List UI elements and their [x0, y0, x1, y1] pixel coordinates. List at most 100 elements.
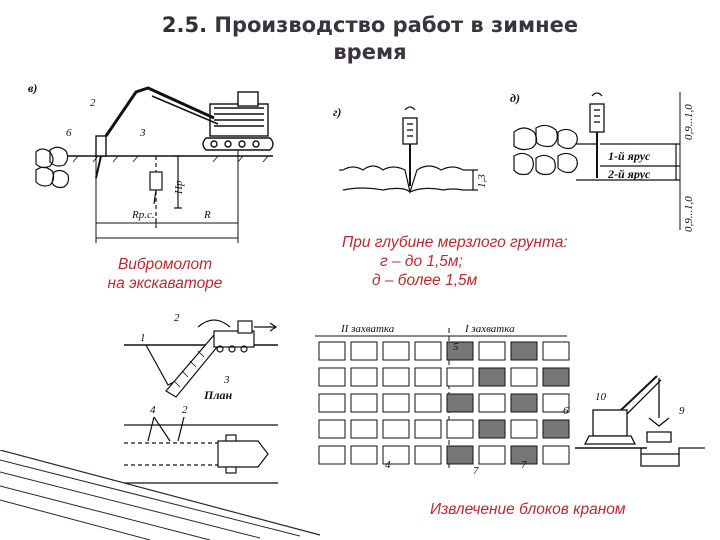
- fig-d-tier1: 1-й ярус: [608, 149, 651, 163]
- grid-block: [382, 419, 410, 439]
- figure-trencher: 1 2 3 План 4 2: [124, 312, 278, 484]
- caption-depth-line2: г – до 1,5м;: [380, 253, 463, 270]
- grid-zone2-label: II захватка: [340, 323, 395, 335]
- hammer-d: [589, 92, 605, 178]
- grid-block: [318, 393, 346, 413]
- slide-title: 2.5. Производство работ в зимнее время: [150, 12, 590, 66]
- grid-label-4: 4: [385, 459, 391, 471]
- grid-block: [446, 419, 474, 439]
- grid-block: [510, 445, 538, 465]
- crane-label-10: 10: [595, 391, 607, 403]
- grid-zone1-label: I захватка: [464, 323, 515, 335]
- grid-label-5: 5: [453, 341, 459, 353]
- grid-block: [478, 393, 506, 413]
- fig-d-dim-top: 0,9...1,0: [683, 104, 695, 140]
- grid-block: [350, 393, 378, 413]
- grid-blocks: [318, 341, 570, 465]
- grid-block: [382, 341, 410, 361]
- crane-label-9: 9: [679, 405, 685, 417]
- grid-block: [542, 419, 570, 439]
- title-line2: время: [333, 40, 407, 64]
- caption-depth-line3: д – более 1,5м: [372, 272, 478, 289]
- grid-label-7b: 7: [521, 459, 527, 471]
- fig-d-dim-bottom: 0,9...1,0: [683, 196, 695, 232]
- grid-block: [542, 445, 570, 465]
- grid-block: [414, 367, 442, 387]
- ground-g: [339, 165, 478, 195]
- grid-block: [318, 341, 346, 361]
- grid-block: [478, 419, 506, 439]
- grid-label-7a: 7: [473, 465, 479, 477]
- grid-block: [446, 445, 474, 465]
- grid-block: [510, 419, 538, 439]
- fig-v-label-3: 3: [139, 127, 146, 139]
- trencher-label-2b: 2: [182, 404, 188, 416]
- grid-block: [478, 367, 506, 387]
- grid-block: [350, 419, 378, 439]
- trencher-label-2: 2: [174, 312, 180, 324]
- grid-block: [318, 445, 346, 465]
- radius-dimensions: [95, 150, 239, 243]
- title-line1: Производство работ в зимнее: [214, 13, 579, 37]
- figure-deep-frozen-soil: д) 1-й ярус 2-й ярус 0,9...1,0 0,9...1,0: [510, 91, 695, 232]
- frozen-blocks: [35, 146, 70, 189]
- grid-label-6: 6: [563, 405, 569, 417]
- caption-depth: При глубине мерзлого грунта: г – до 1,5м…: [342, 233, 622, 290]
- grid-block: [446, 393, 474, 413]
- grid-block: [542, 367, 570, 387]
- fig-v-label-hp: Hр: [173, 180, 185, 195]
- vibrohammer-position: [149, 155, 182, 228]
- caption-crane: Извлечение блоков краном: [430, 500, 626, 519]
- grid-block: [350, 445, 378, 465]
- decorative-hatch-arrow: [0, 450, 321, 540]
- grid-block: [382, 393, 410, 413]
- trencher-section: [124, 319, 278, 398]
- grid-block: [382, 445, 410, 465]
- caption-vibro-line2: на экскаваторе: [107, 275, 223, 292]
- grid-block: [446, 341, 474, 361]
- grid-block: [510, 393, 538, 413]
- fig-v-label-2: 2: [90, 97, 96, 109]
- grid-block: [350, 341, 378, 361]
- trencher-label-4: 4: [150, 404, 156, 416]
- figure-shallow-frozen-soil: г) 1,3: [333, 105, 488, 195]
- caption-vibro-line1: Вибромолот: [117, 256, 213, 273]
- crane: [575, 375, 705, 467]
- grid-block: [446, 367, 474, 387]
- grid-block: [414, 445, 442, 465]
- trencher-plan: [124, 416, 278, 484]
- fig-d-tier2: 2-й ярус: [607, 167, 651, 181]
- title-number: 2.5.: [161, 13, 208, 37]
- fig-v-label-r: R: [203, 209, 211, 221]
- tiered-blocks: [513, 124, 680, 181]
- figure-v-letter: в): [28, 81, 37, 95]
- figure-excavator-vibrohammer: в) 2: [28, 81, 274, 243]
- fig-v-label-rpc: Rр.с.: [131, 209, 155, 221]
- grid-block: [414, 419, 442, 439]
- grid-block: [414, 341, 442, 361]
- grid-block: [382, 367, 410, 387]
- grid-block: [478, 341, 506, 361]
- caption-vibrohammer: Вибромолот на экскаваторе: [90, 255, 240, 293]
- fig-g-dim: 1,3: [476, 174, 488, 188]
- trencher-label-3: 3: [223, 374, 230, 386]
- grid-block: [414, 393, 442, 413]
- grid-block: [318, 419, 346, 439]
- grid-block: [510, 367, 538, 387]
- grid-block: [478, 445, 506, 465]
- grid-block: [318, 367, 346, 387]
- figure-g-letter: г): [333, 105, 341, 119]
- trencher-label-1: 1: [140, 332, 146, 344]
- grid-block: [510, 341, 538, 361]
- figure-crane: 10 9: [575, 375, 705, 467]
- grid-block: [542, 341, 570, 361]
- figure-block-grid: II захватка I захватка 5 6 4 7 7: [315, 323, 570, 477]
- excavator: [95, 86, 274, 179]
- caption-crane-text: Извлечение блоков краном: [430, 501, 626, 518]
- trencher-plan-label: План: [203, 388, 232, 402]
- grid-block: [350, 367, 378, 387]
- grid-block: [542, 393, 570, 413]
- fig-v-label-6: 6: [66, 127, 72, 139]
- caption-depth-line1: При глубине мерзлого грунта:: [342, 234, 568, 251]
